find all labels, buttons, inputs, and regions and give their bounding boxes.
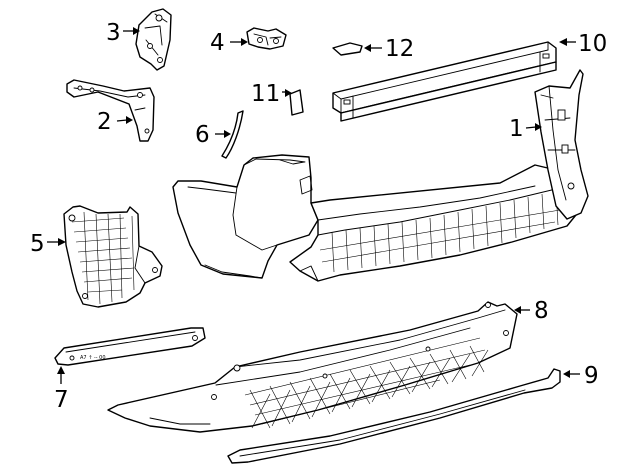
part-3-bracket: [135, 8, 172, 71]
callout-6: 6: [195, 122, 210, 148]
callout-12: 12: [385, 36, 414, 62]
part-10-reinforcement-bar: [332, 41, 557, 122]
callout-11: 11: [251, 81, 280, 107]
callout-5: 5: [30, 231, 45, 257]
callout-4: 4: [210, 30, 225, 56]
part-8-lower-valance: [107, 301, 518, 433]
part-2-side-bracket: [66, 79, 155, 142]
part-7-lower-strip: A7 ↑ -- 00: [54, 327, 206, 366]
callout-7: 7: [54, 387, 69, 413]
rear-bumper-cover: [172, 154, 581, 282]
part-4-bracket: [246, 27, 287, 50]
leader-arrows: [47, 27, 580, 384]
part-9-trim-strip: [227, 368, 561, 464]
part-1-upper-bracket: [534, 69, 589, 220]
callout-2: 2: [97, 109, 112, 135]
part-6-reflector: [221, 110, 244, 159]
part-12-pad: [332, 42, 363, 56]
callout-labels: 1 2 3 4 5 6 7 8 9 10 11 12: [30, 20, 607, 413]
svg-text:A7 ↑ -- 00: A7 ↑ -- 00: [80, 355, 106, 361]
callout-9: 9: [584, 363, 599, 389]
callout-1: 1: [509, 116, 524, 142]
part-5-side-support: [63, 205, 163, 308]
callout-8: 8: [534, 298, 549, 324]
callout-10: 10: [578, 31, 607, 57]
callout-3: 3: [106, 20, 121, 46]
part-11-clip: [289, 89, 304, 116]
